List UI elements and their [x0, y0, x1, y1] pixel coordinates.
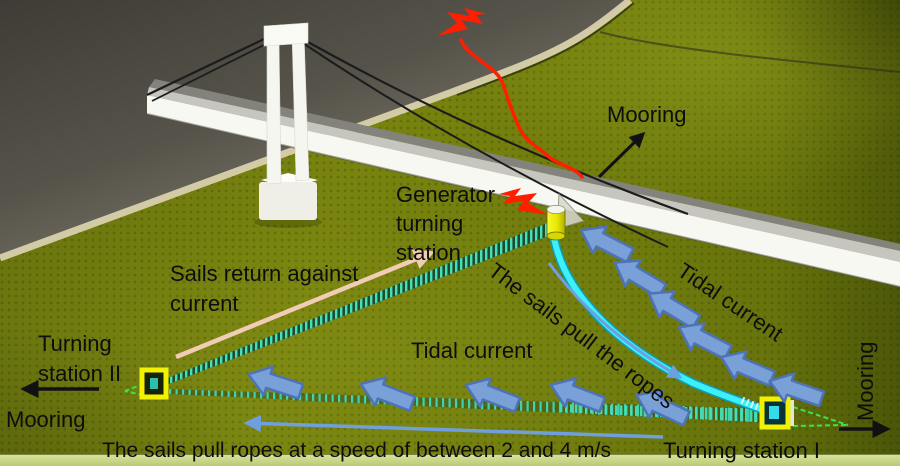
tower-left-column: [266, 37, 282, 185]
sails-return-arrow: [175, 249, 435, 360]
sails-return-label: Sails return against current: [170, 259, 358, 319]
generator-station-label: Generator turning station: [396, 180, 495, 267]
lightning-icon: [499, 188, 548, 215]
station-side-panel: [788, 400, 794, 426]
hill-contour-line: [599, 31, 900, 73]
return-rope-ticks: [156, 221, 552, 389]
sails-return-label-line: Sails return against: [170, 261, 359, 286]
speed-caption-label: The sails pull ropes at a speed of betwe…: [102, 439, 611, 462]
rope-pull-direction-arrow: [547, 262, 683, 379]
bottom-shore-strip: [0, 454, 900, 466]
generator-station-label-line: turning: [396, 211, 464, 236]
station-core: [769, 406, 779, 419]
station-core: [150, 378, 158, 389]
mooring-right-label: Mooring: [853, 341, 878, 421]
lightning-icon: [437, 8, 487, 36]
mooring-top-label: Mooring: [607, 102, 687, 127]
shoreline-edge-line: [456, 2, 635, 96]
tidal-current-arrow: [459, 369, 524, 420]
turning-station-2-label-line: Turning: [38, 331, 112, 356]
generator-cylinder-bottom: [546, 231, 566, 241]
mooring-line: [792, 424, 849, 427]
turning-station-2-label: Turning station II: [38, 329, 121, 389]
generator-station-label-line: station: [396, 240, 461, 265]
mooring-arrow-top: [597, 131, 646, 179]
tower-top-beam: [263, 22, 309, 47]
bridge-cable: [284, 28, 689, 216]
bridge-cable: [287, 32, 669, 248]
sails-return-label-line: current: [170, 291, 239, 316]
deck-far-rail: [149, 79, 900, 251]
tower-base: [259, 182, 317, 220]
mooring-line: [792, 406, 849, 426]
shoreline: [0, 0, 633, 262]
rope-speed-direction-arrow: [243, 414, 664, 439]
generator-marker: [546, 192, 585, 241]
tidal-current-mid-label: Tidal current: [411, 338, 533, 363]
turning-station-2-marker: [139, 367, 169, 400]
mooring-left-label: Mooring: [6, 407, 86, 432]
bridge-cable: [146, 28, 286, 96]
turning-station-2-label-line: station II: [38, 361, 122, 386]
generator-station-label-line: Generator: [396, 182, 496, 207]
power-line-squiggle: [459, 38, 584, 179]
deck-front-face: [147, 95, 900, 287]
tidal-current-arrow: [354, 368, 419, 419]
turning-station-1-marker: [759, 396, 794, 430]
bridge-tower: [254, 22, 322, 228]
return-rope-sails: [156, 221, 552, 389]
generator-cylinder-cap: [546, 204, 566, 215]
turning-station-1-label: Turning station I: [663, 438, 820, 463]
